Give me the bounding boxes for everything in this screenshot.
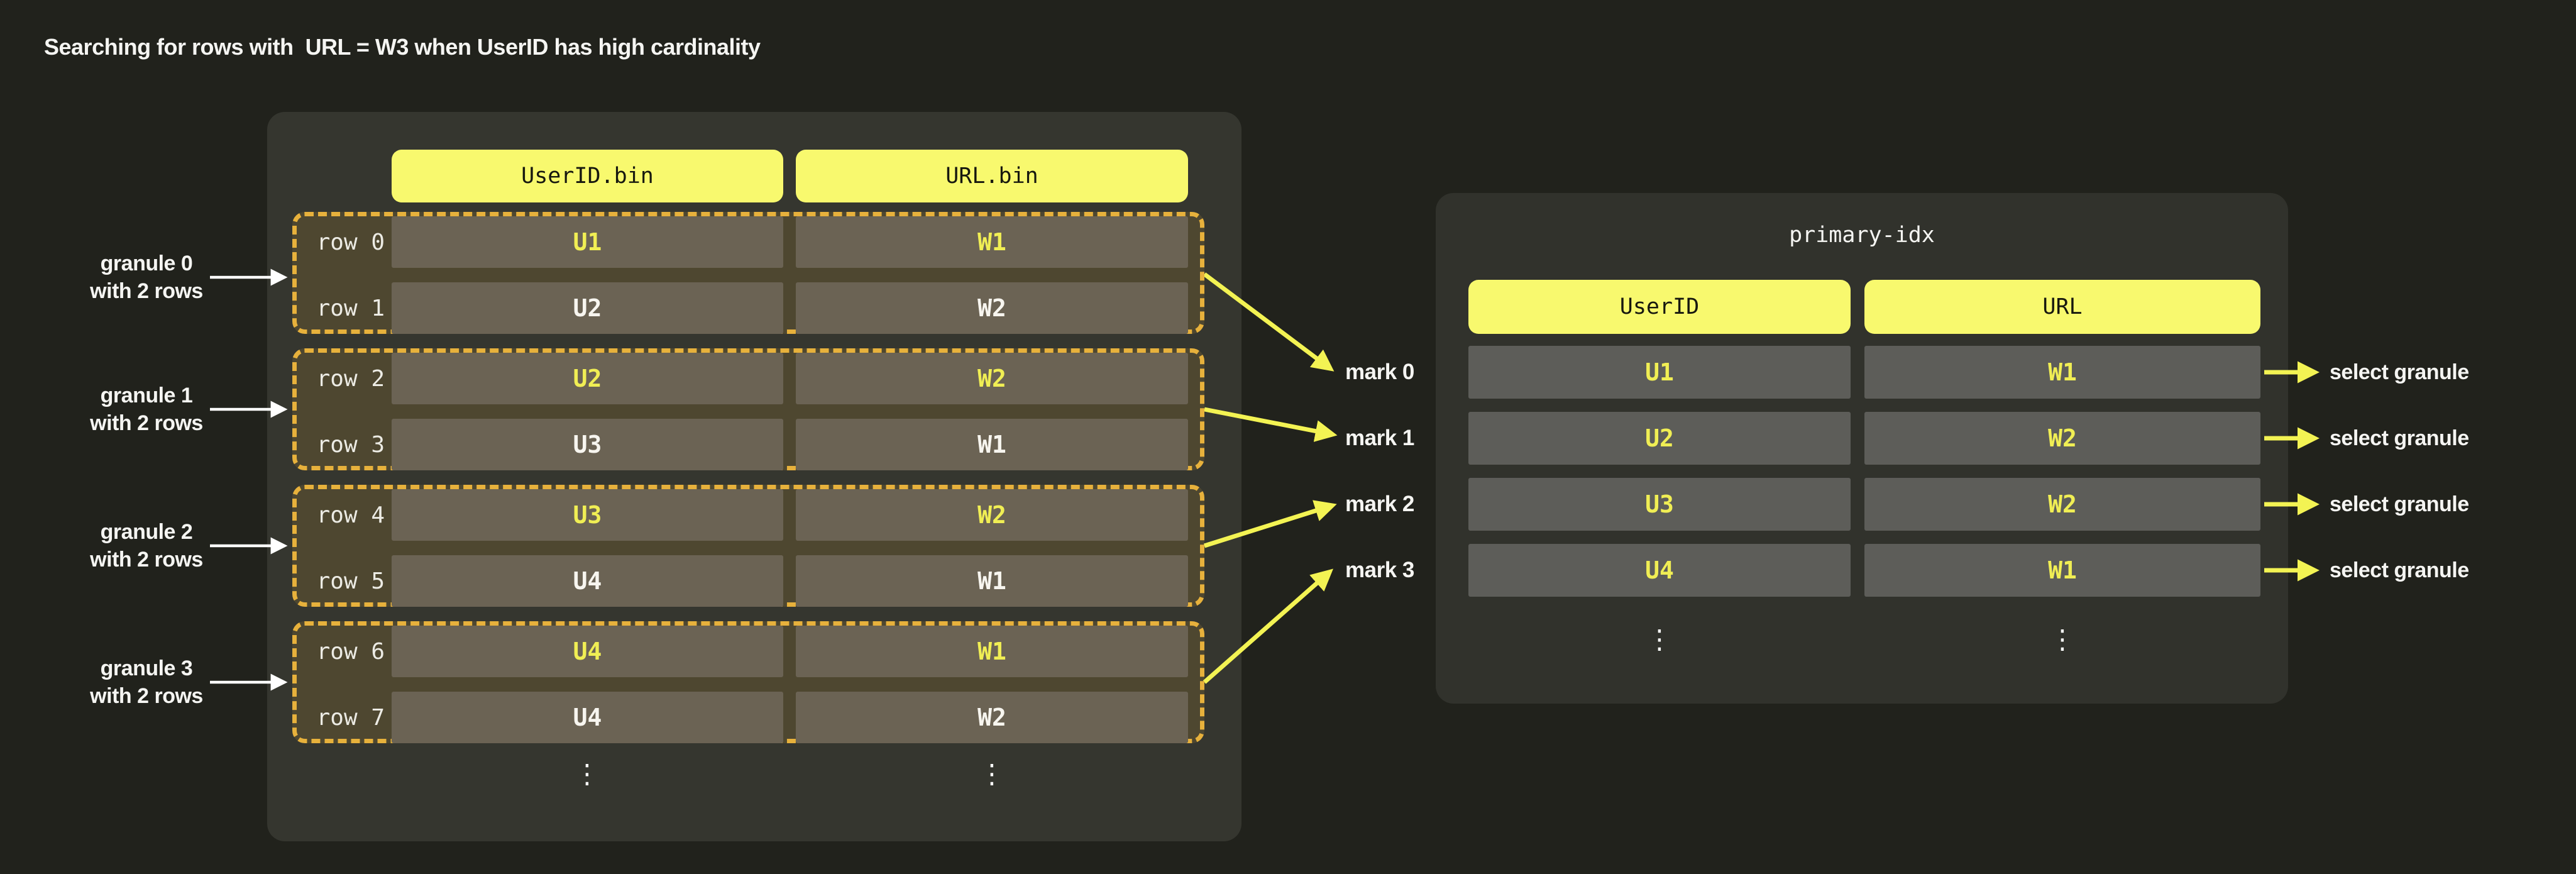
- cell-row5-userid: U4: [392, 555, 783, 607]
- idx-userid-ellipsis: ⋮: [1646, 624, 1673, 655]
- row-label-3: row 3: [316, 431, 385, 458]
- granule-label-line: granule 2: [100, 520, 193, 544]
- cell-row4-url: W2: [796, 489, 1188, 541]
- idx-cell-0-url: W1: [1864, 346, 2260, 399]
- row-label-2: row 2: [316, 365, 385, 392]
- cell-row6-url: W1: [796, 626, 1188, 677]
- row-label-0: row 0: [316, 229, 385, 255]
- select-granule-label-2: select granule: [2330, 492, 2469, 516]
- url-bin-ellipsis: ⋮: [979, 758, 1005, 789]
- row-label-4: row 4: [316, 502, 385, 528]
- granule-label-3: granule 3 with 2 rows: [46, 655, 247, 710]
- cell-row1-url: W2: [796, 282, 1188, 334]
- granule-label-1: granule 1 with 2 rows: [46, 382, 247, 437]
- diagram-title: Searching for rows with URL = W3 when Us…: [44, 34, 761, 60]
- cell-row0-userid: U1: [392, 216, 783, 268]
- granule-label-line: granule 1: [100, 384, 193, 407]
- granule-label-2: granule 2 with 2 rows: [46, 518, 247, 573]
- column-header-userid-bin: UserID.bin: [392, 150, 783, 202]
- idx-cell-3-userid: U4: [1468, 544, 1851, 597]
- idx-cell-1-url: W2: [1864, 412, 2260, 465]
- mark-label-2: mark 2: [1345, 492, 1414, 516]
- idx-cell-2-url: W2: [1864, 478, 2260, 531]
- cell-row7-url: W2: [796, 692, 1188, 743]
- row-label-6: row 6: [316, 638, 385, 665]
- granule-label-0: granule 0 with 2 rows: [46, 250, 247, 305]
- userid-bin-ellipsis: ⋮: [574, 758, 600, 789]
- idx-cell-1-userid: U2: [1468, 412, 1851, 465]
- mark-label-1: mark 1: [1345, 426, 1414, 450]
- cell-row3-userid: U3: [392, 419, 783, 470]
- column-header-url-bin: URL.bin: [796, 150, 1188, 202]
- granule-label-line: with 2 rows: [90, 684, 203, 708]
- select-granule-label-0: select granule: [2330, 360, 2469, 384]
- granule-label-line: with 2 rows: [90, 411, 203, 435]
- row-label-1: row 1: [316, 295, 385, 321]
- idx-cell-0-userid: U1: [1468, 346, 1851, 399]
- cell-row3-url: W1: [796, 419, 1188, 470]
- row-label-7: row 7: [316, 704, 385, 731]
- granule-label-line: granule 0: [100, 252, 193, 275]
- cell-row5-url: W1: [796, 555, 1188, 607]
- row-label-5: row 5: [316, 568, 385, 594]
- cell-row0-url: W1: [796, 216, 1188, 268]
- cell-row7-userid: U4: [392, 692, 783, 743]
- column-header-url: URL: [1864, 280, 2260, 334]
- mark-label-0: mark 0: [1345, 360, 1414, 384]
- idx-url-ellipsis: ⋮: [2049, 624, 2076, 655]
- column-header-userid: UserID: [1468, 280, 1851, 334]
- cell-row2-url: W2: [796, 353, 1188, 404]
- select-granule-label-1: select granule: [2330, 426, 2469, 450]
- granule-label-line: with 2 rows: [90, 279, 203, 303]
- primary-index-title: primary-idx: [1789, 223, 1935, 248]
- cell-row2-userid: U2: [392, 353, 783, 404]
- select-granule-label-3: select granule: [2330, 558, 2469, 582]
- granule-label-line: with 2 rows: [90, 548, 203, 572]
- idx-cell-2-userid: U3: [1468, 478, 1851, 531]
- cell-row4-userid: U3: [392, 489, 783, 541]
- cell-row1-userid: U2: [392, 282, 783, 334]
- granule-label-line: granule 3: [100, 656, 193, 680]
- idx-cell-3-url: W1: [1864, 544, 2260, 597]
- mark-label-3: mark 3: [1345, 558, 1414, 582]
- cell-row6-userid: U4: [392, 626, 783, 677]
